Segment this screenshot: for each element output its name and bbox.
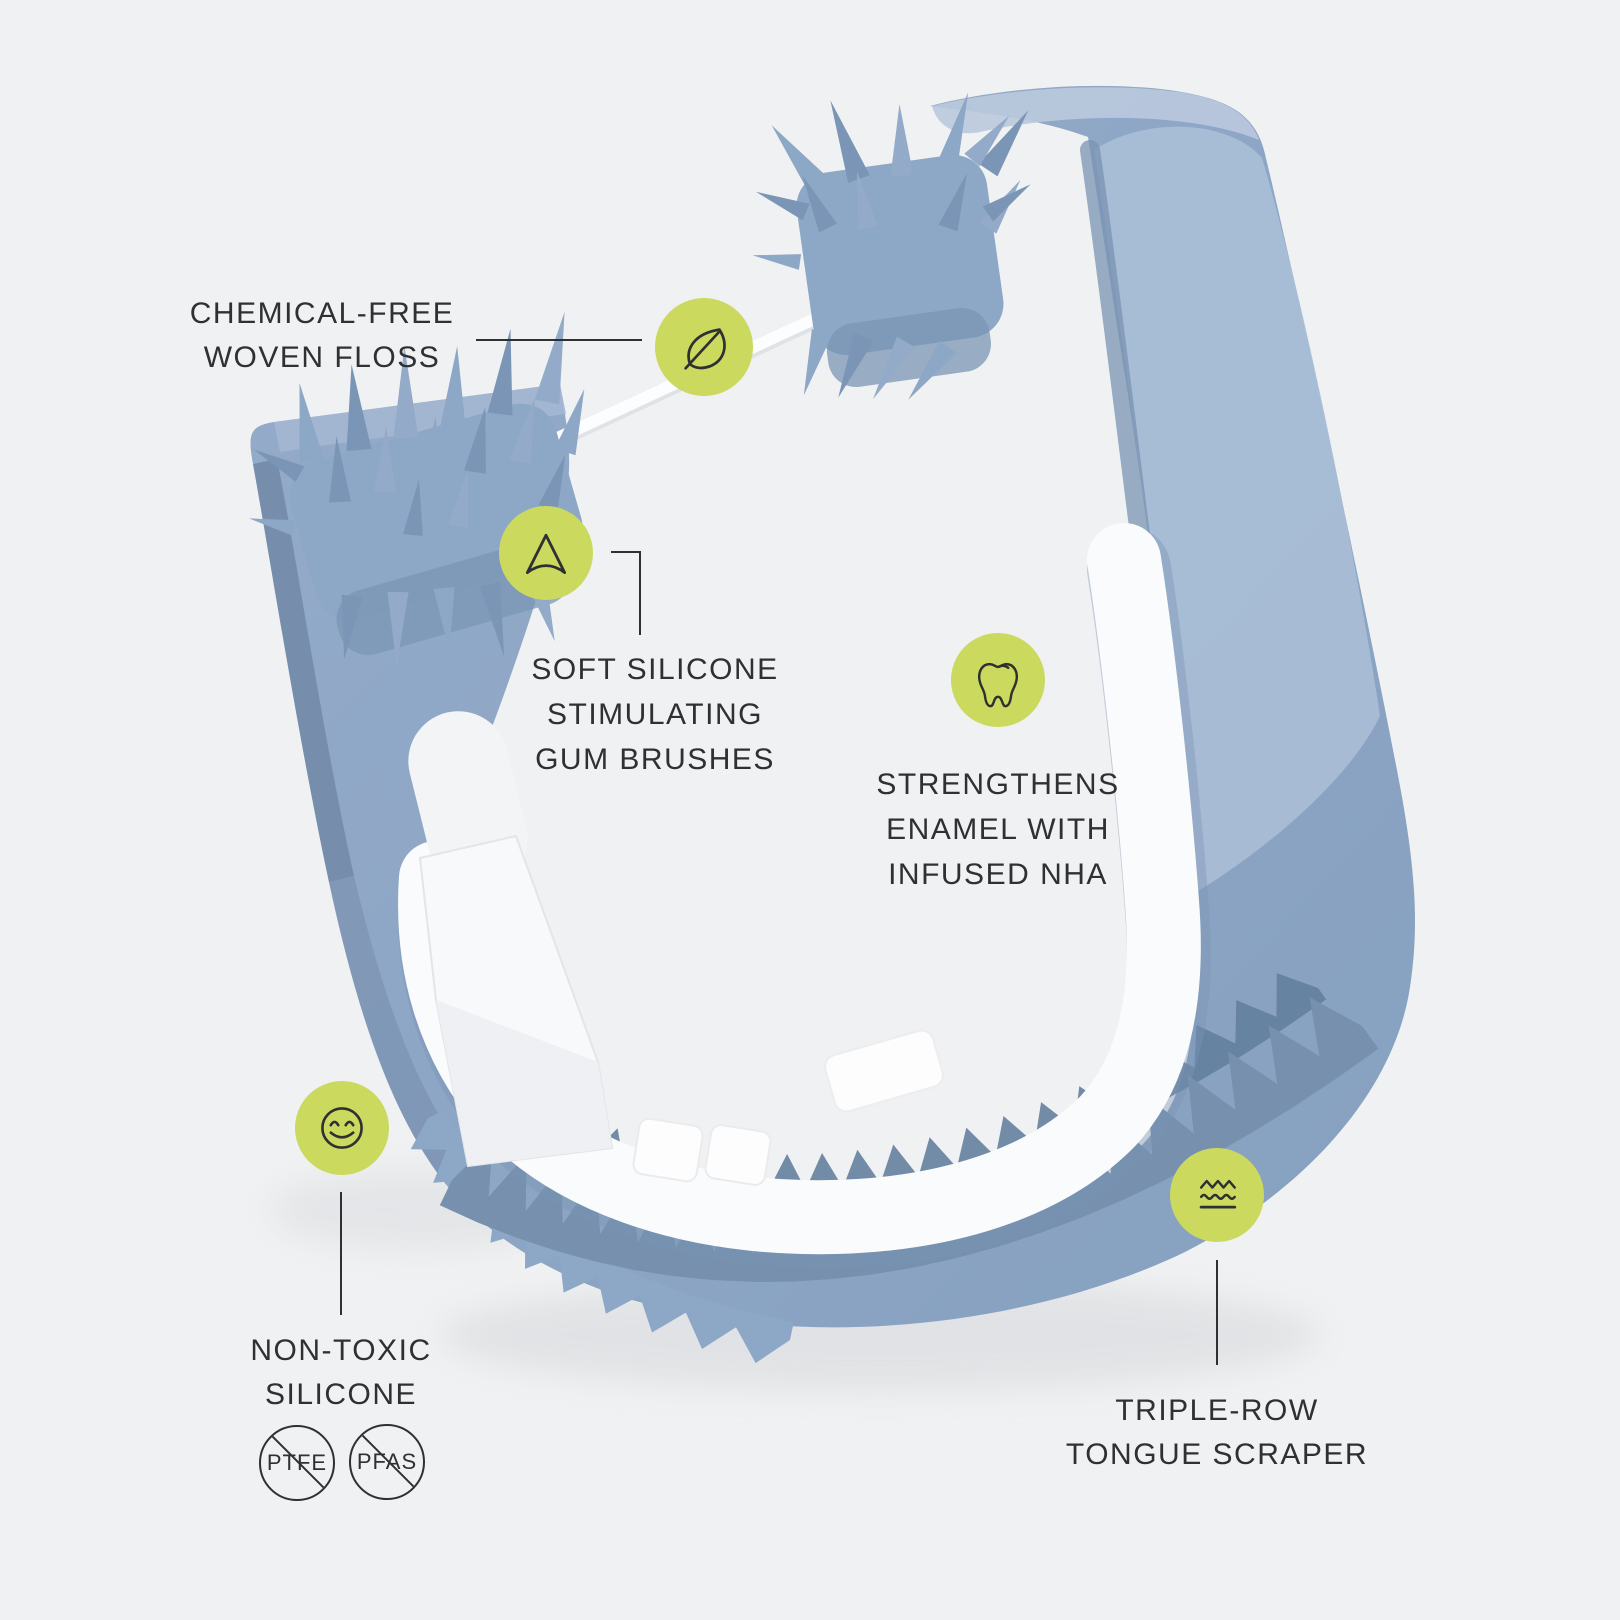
enamel-icon-circle	[951, 633, 1045, 727]
enamel-label-line3: INFUSED NHA	[888, 858, 1108, 891]
pfas-badge-text: PFAS	[356, 1449, 418, 1474]
floss-label: CHEMICAL-FREE WOVEN FLOSS	[132, 292, 512, 380]
gum-brushes-icon-circle	[499, 506, 593, 600]
enamel-label: STRENGTHENS ENAMEL WITH INFUSED NHA	[798, 762, 1198, 897]
floss-label-line2: WOVEN FLOSS	[203, 341, 441, 374]
smiley-icon	[321, 1107, 363, 1149]
tongue-scraper-connector-line	[1216, 1260, 1218, 1365]
floss-label-line1: CHEMICAL-FREE	[189, 297, 455, 330]
arrow-icon	[525, 533, 567, 574]
silicone-connector-line	[340, 1192, 342, 1315]
silicone-icon-circle	[295, 1081, 389, 1175]
gum-brushes-label: SOFT SILICONE STIMULATING GUM BRUSHES	[455, 647, 855, 782]
gum-brushes-connector-vertical	[639, 551, 641, 635]
enamel-label-line2: ENAMEL WITH	[886, 813, 1110, 846]
floss-connector-line	[476, 339, 642, 341]
tongue-scraper-label: TRIPLE-ROW TONGUE SCRAPER	[1017, 1389, 1417, 1477]
enamel-label-line1: STRENGTHENS	[876, 768, 1120, 801]
ptfe-badge-text: PTFE	[266, 1450, 328, 1475]
floss-icon-circle	[655, 298, 753, 396]
ptfe-free-badge: PTFE	[259, 1425, 335, 1501]
tooth-icon	[977, 662, 1019, 708]
silicone-label-line2: SILICONE	[264, 1378, 418, 1411]
tongue-scraper-label-line2: TONGUE SCRAPER	[1065, 1438, 1369, 1471]
tongue-scraper-label-line1: TRIPLE-ROW	[1115, 1394, 1319, 1427]
leaf-icon	[684, 328, 726, 370]
tongue-scraper-icon-circle	[1170, 1148, 1264, 1242]
gum-brushes-label-line2: STIMULATING	[547, 698, 763, 731]
silicone-label: NON-TOXIC SILICONE	[191, 1329, 491, 1417]
silicone-label-line1: NON-TOXIC	[250, 1334, 432, 1367]
gum-brush-head-right	[752, 92, 1031, 400]
gum-brushes-connector-horizontal	[611, 551, 641, 553]
gum-brushes-label-line1: SOFT SILICONE	[531, 653, 779, 686]
gum-brushes-label-line3: GUM BRUSHES	[535, 743, 775, 776]
waves-icon	[1199, 1179, 1237, 1209]
pfas-free-badge: PFAS	[349, 1424, 425, 1500]
